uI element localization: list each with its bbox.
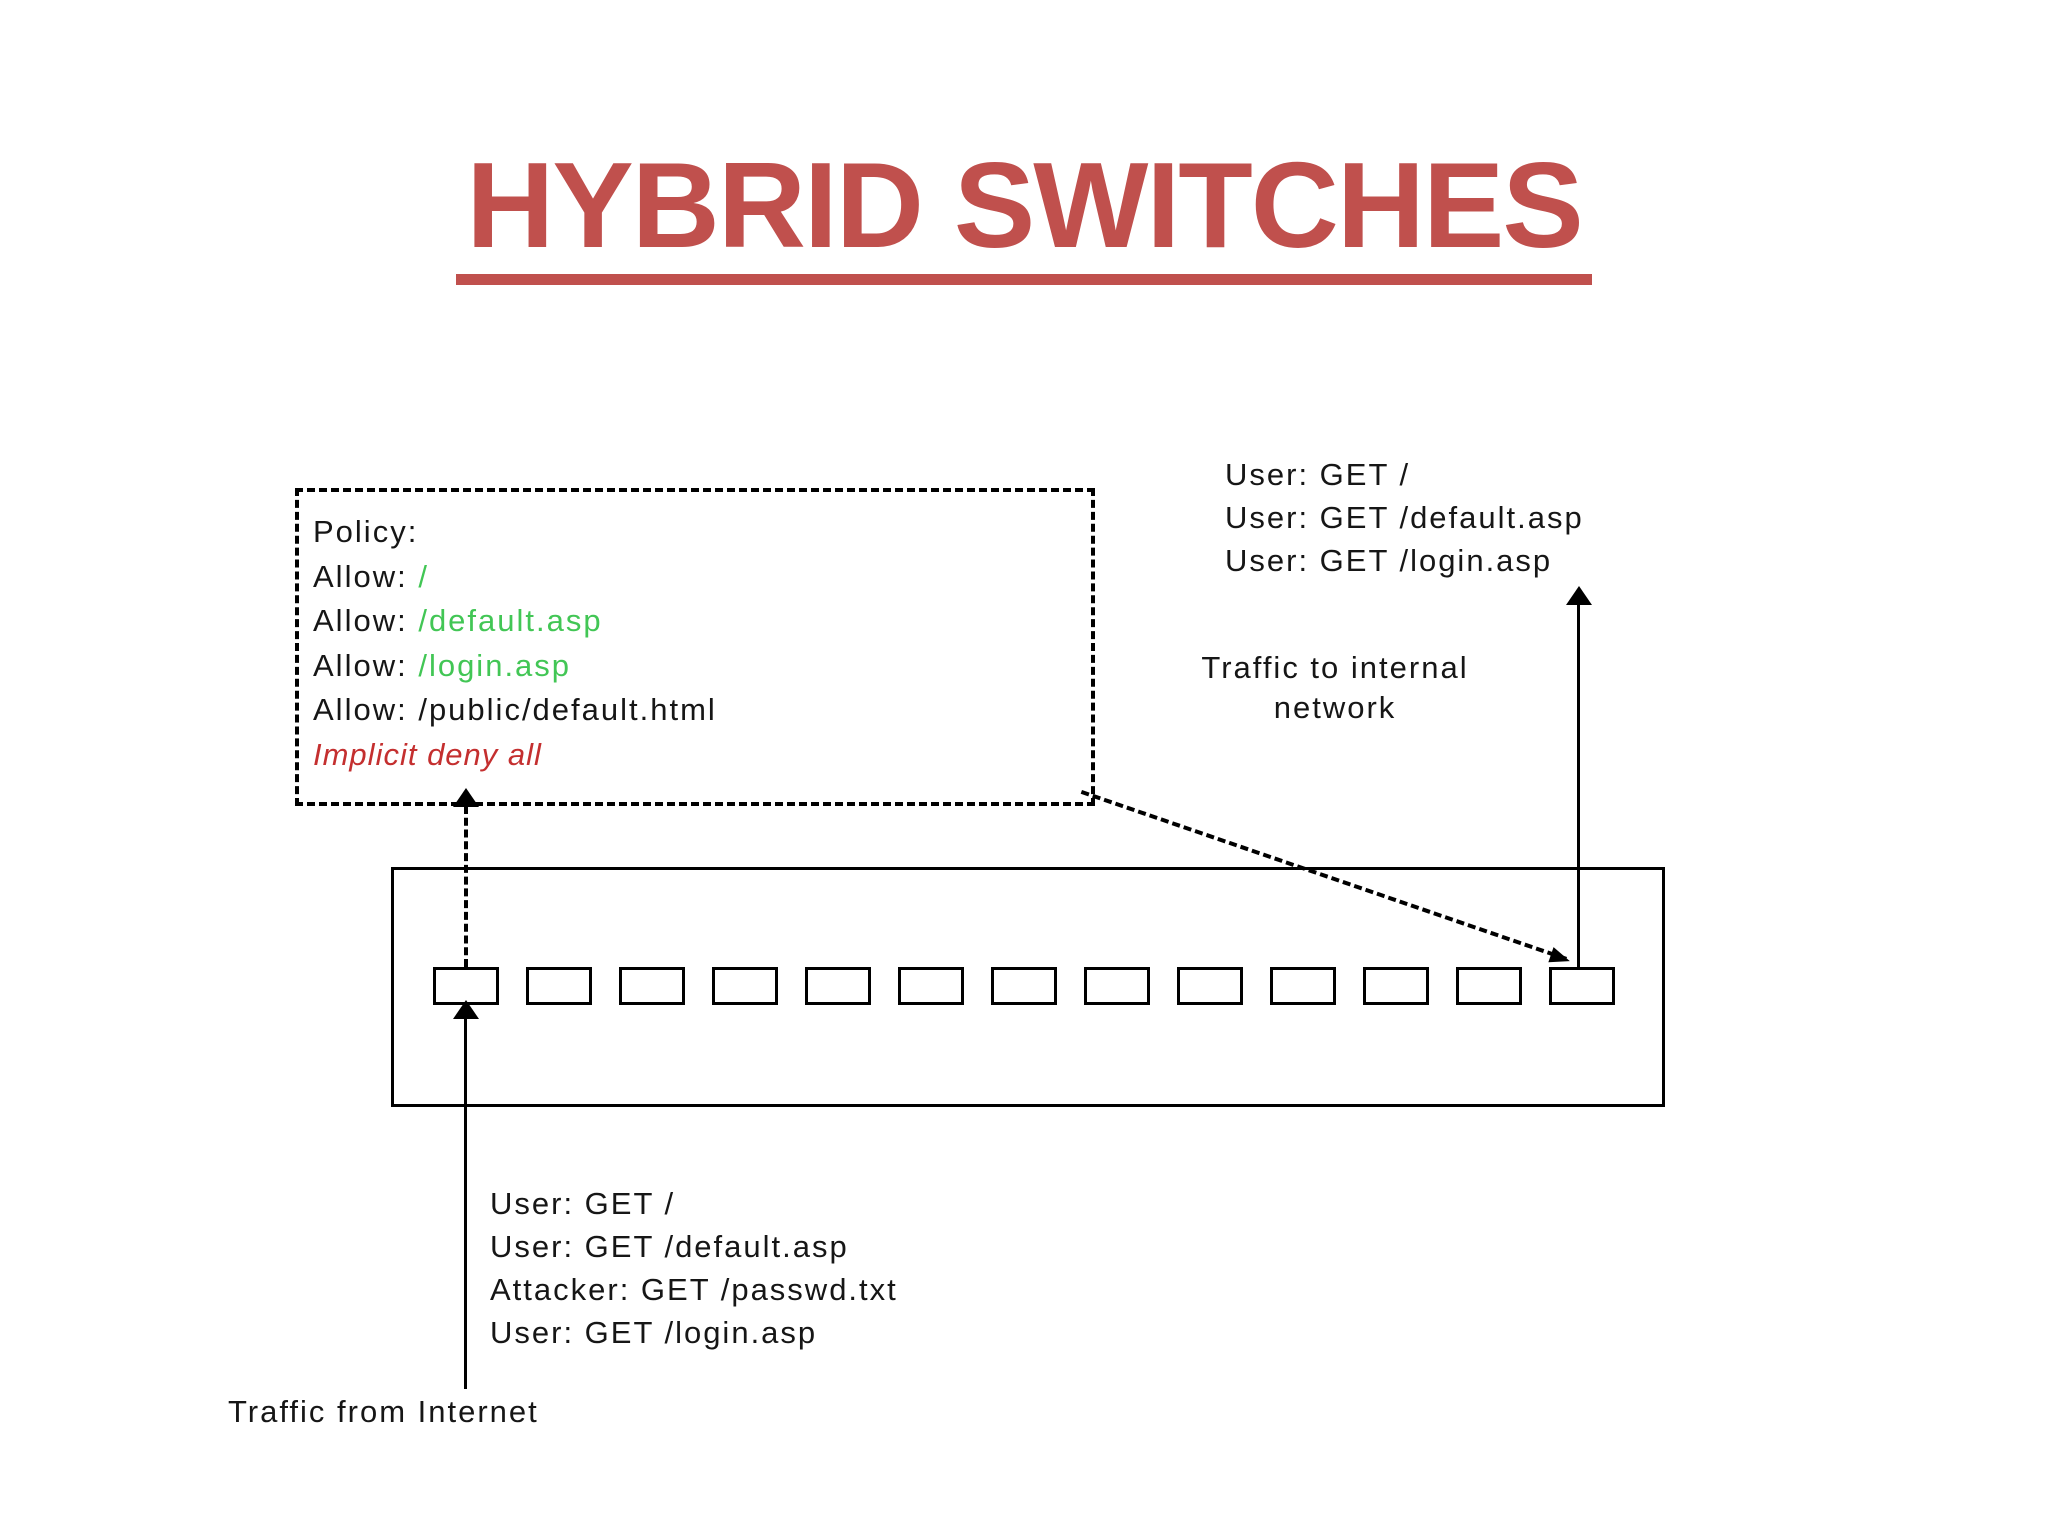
- arrow-traffic-in-head-icon: [453, 1000, 479, 1019]
- outgoing-request-line: User: GET /default.asp: [1225, 500, 1584, 535]
- title-wrap: HYBRID SWITCHES: [0, 138, 2048, 286]
- switch-port: [1084, 967, 1150, 1005]
- arrow-port-to-policy-line: [464, 806, 468, 967]
- switch-port: [712, 967, 778, 1005]
- incoming-request-line: User: GET /login.asp: [490, 1315, 818, 1350]
- incoming-request-line: User: GET /: [490, 1186, 676, 1221]
- page-title: HYBRID SWITCHES: [456, 138, 1592, 286]
- arrow-port-to-policy-head-icon: [453, 788, 479, 807]
- switch-port: [1363, 967, 1429, 1005]
- allowed-path: /login.asp: [418, 647, 572, 683]
- incoming-request-line: User: GET /default.asp: [490, 1229, 849, 1264]
- switch-chassis: [391, 867, 1665, 1107]
- switch-port: [898, 967, 964, 1005]
- outgoing-request-line: User: GET /login.asp: [1225, 543, 1553, 578]
- switch-port: [1549, 967, 1615, 1005]
- switch-port: [805, 967, 871, 1005]
- incoming-requests: User: GET / User: GET /default.asp Attac…: [490, 1182, 898, 1354]
- arrow-traffic-in-line: [464, 1018, 467, 1389]
- policy-rule-login: Allow: /login.asp: [313, 647, 572, 683]
- switch-port: [1456, 967, 1522, 1005]
- policy-box: Policy: Allow: / Allow: /default.asp All…: [295, 488, 1095, 806]
- switch-port: [1177, 967, 1243, 1005]
- outgoing-request-line: User: GET /: [1225, 457, 1411, 492]
- policy-rule-public: Allow: /public/default.html: [313, 692, 717, 727]
- arrow-traffic-out-line: [1577, 604, 1580, 967]
- switch-ports-row: [433, 967, 1615, 1005]
- policy-rule-root: Allow: /: [313, 558, 429, 594]
- incoming-request-line: Attacker: GET /passwd.txt: [490, 1272, 898, 1307]
- switch-port: [526, 967, 592, 1005]
- label-traffic-to-internal: Traffic to internal network: [1201, 650, 1469, 725]
- allowed-path: /public/default.html: [418, 692, 717, 727]
- switch-port: [991, 967, 1057, 1005]
- policy-rule-default: Allow: /default.asp: [313, 603, 603, 638]
- switch-port: [619, 967, 685, 1005]
- arrow-traffic-out-head-icon: [1566, 586, 1592, 605]
- allowed-path: /: [418, 558, 429, 594]
- label-traffic-from-internet: Traffic from Internet: [228, 1394, 539, 1429]
- outgoing-requests: User: GET / User: GET /default.asp User:…: [1225, 453, 1584, 582]
- allowed-path: /default.asp: [418, 603, 603, 638]
- switch-port: [1270, 967, 1336, 1005]
- policy-implicit-deny: Implicit deny all: [313, 736, 542, 772]
- policy-heading: Policy:: [313, 514, 419, 549]
